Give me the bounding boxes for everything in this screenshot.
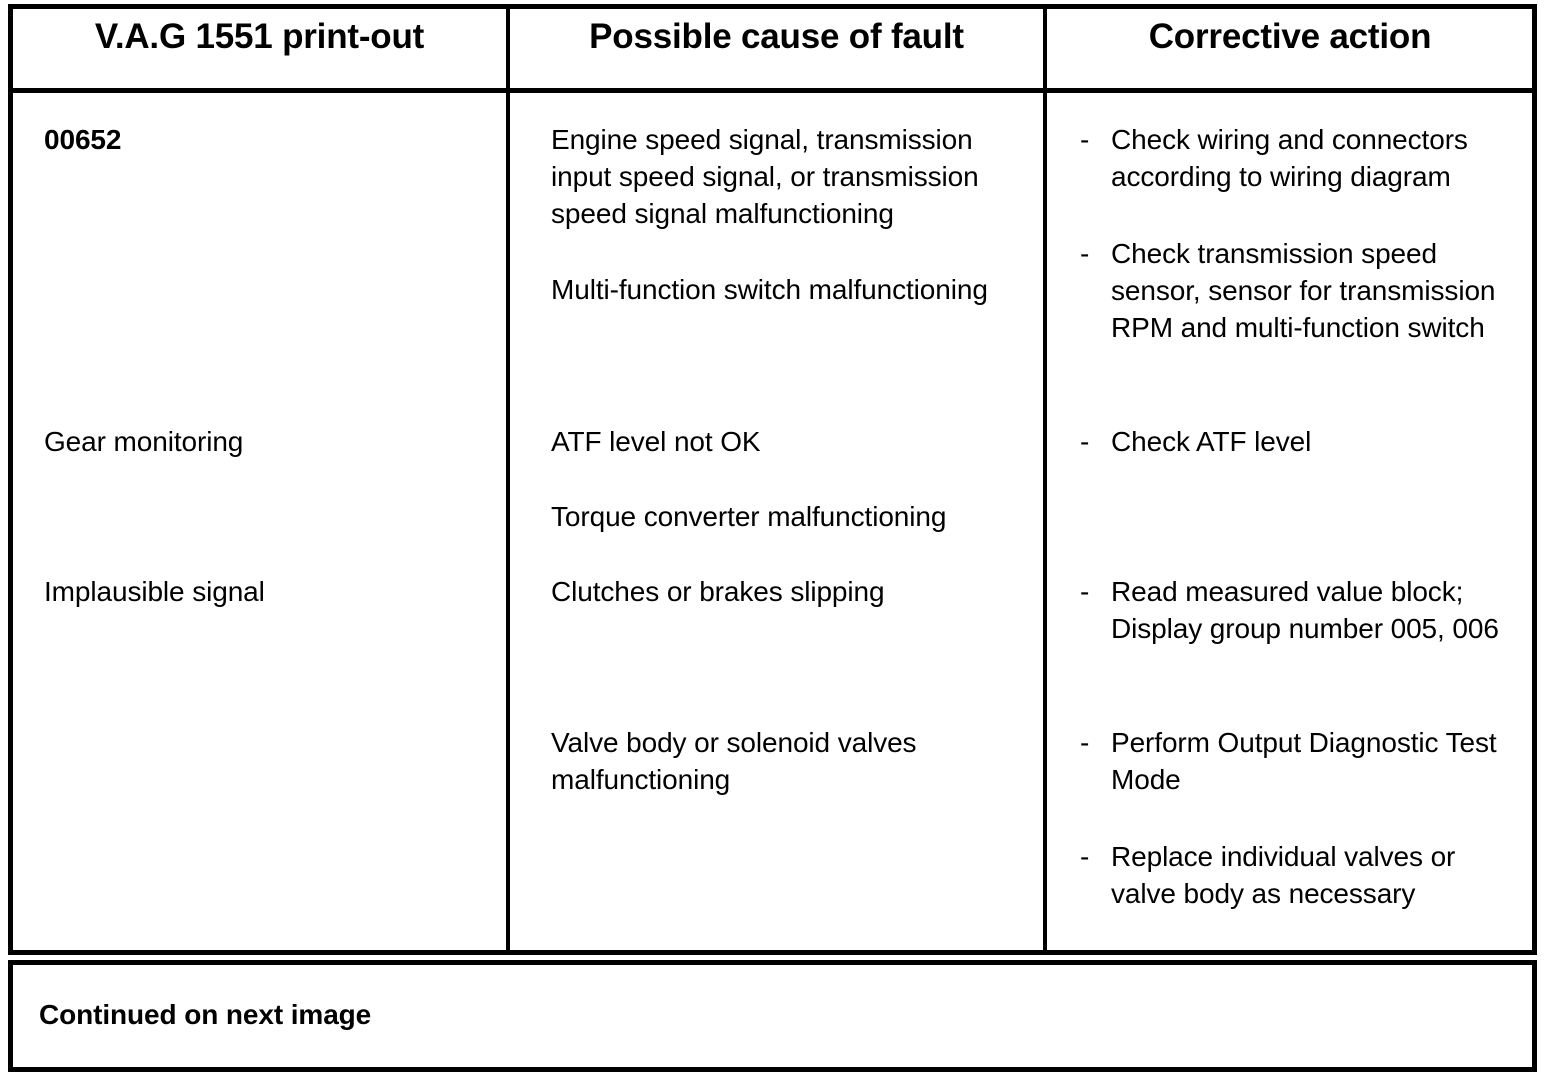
- fault-code-00652: 00652: [44, 124, 122, 155]
- header-column-divider-2: [1043, 9, 1047, 88]
- action-check-atf-level-text: Check ATF level: [1111, 426, 1312, 457]
- action-read-measured-value-block-text: Read measured value block; Display group…: [1111, 576, 1499, 644]
- bullet-dash-icon: -: [1080, 727, 1090, 758]
- bullet-dash-icon: -: [1080, 124, 1090, 155]
- action-check-transmission-speed: - Check transmission speed sensor, senso…: [1080, 235, 1520, 346]
- action-check-wiring: - Check wiring and connectors according …: [1080, 121, 1520, 195]
- cause-valve-body-solenoid: Valve body or solenoid valves malfunctio…: [551, 727, 917, 795]
- action-replace-valves: - Replace individual valves or valve bod…: [1080, 838, 1520, 912]
- cause-multi-function-switch: Multi-function switch malfunctioning: [551, 274, 988, 305]
- header-column-divider-1: [506, 9, 510, 88]
- column-printout: 00652 Gear monitoring Implausible signal: [13, 93, 506, 950]
- body-column-divider-1: [506, 93, 510, 950]
- cause-torque-converter: Torque converter malfunctioning: [551, 501, 947, 532]
- body-column-divider-2: [1043, 93, 1047, 950]
- action-replace-valves-text: Replace individual valves or valve body …: [1111, 841, 1456, 909]
- label-gear-monitoring: Gear monitoring: [44, 426, 244, 457]
- column-header-possible-cause: Possible cause of fault: [589, 17, 964, 56]
- action-output-diagnostic-test-mode-text: Perform Output Diagnostic Test Mode: [1111, 727, 1497, 795]
- cause-engine-speed-signal: Engine speed signal, transmission input …: [551, 124, 979, 229]
- action-read-measured-value-block: - Read measured value block; Display gro…: [1080, 573, 1520, 647]
- table-header-row: V.A.G 1551 print-out Possible cause of f…: [13, 9, 1532, 93]
- column-corrective-action: - Check wiring and connectors according …: [1047, 93, 1533, 950]
- table-body-row: 00652 Gear monitoring Implausible signal…: [13, 93, 1532, 950]
- column-possible-cause: Engine speed signal, transmission input …: [510, 93, 1043, 950]
- bullet-dash-icon: -: [1080, 238, 1090, 269]
- column-header-printout: V.A.G 1551 print-out: [94, 17, 425, 56]
- action-check-wiring-text: Check wiring and connectors according to…: [1111, 124, 1468, 192]
- column-header-corrective-action: Corrective action: [1148, 17, 1432, 56]
- continued-note: Continued on next image: [39, 999, 372, 1030]
- bullet-dash-icon: -: [1080, 841, 1090, 872]
- fault-table: V.A.G 1551 print-out Possible cause of f…: [8, 4, 1537, 955]
- action-check-atf-level: - Check ATF level: [1080, 423, 1520, 460]
- action-check-transmission-speed-text: Check transmission speed sensor, sensor …: [1111, 238, 1496, 343]
- continuation-footer: Continued on next image: [8, 960, 1537, 1072]
- cause-clutches-brakes-slipping: Clutches or brakes slipping: [551, 576, 885, 607]
- label-implausible-signal: Implausible signal: [44, 576, 265, 607]
- bullet-dash-icon: -: [1080, 576, 1090, 607]
- bullet-dash-icon: -: [1080, 426, 1090, 457]
- cause-atf-level: ATF level not OK: [551, 426, 761, 457]
- action-output-diagnostic-test-mode: - Perform Output Diagnostic Test Mode: [1080, 724, 1520, 798]
